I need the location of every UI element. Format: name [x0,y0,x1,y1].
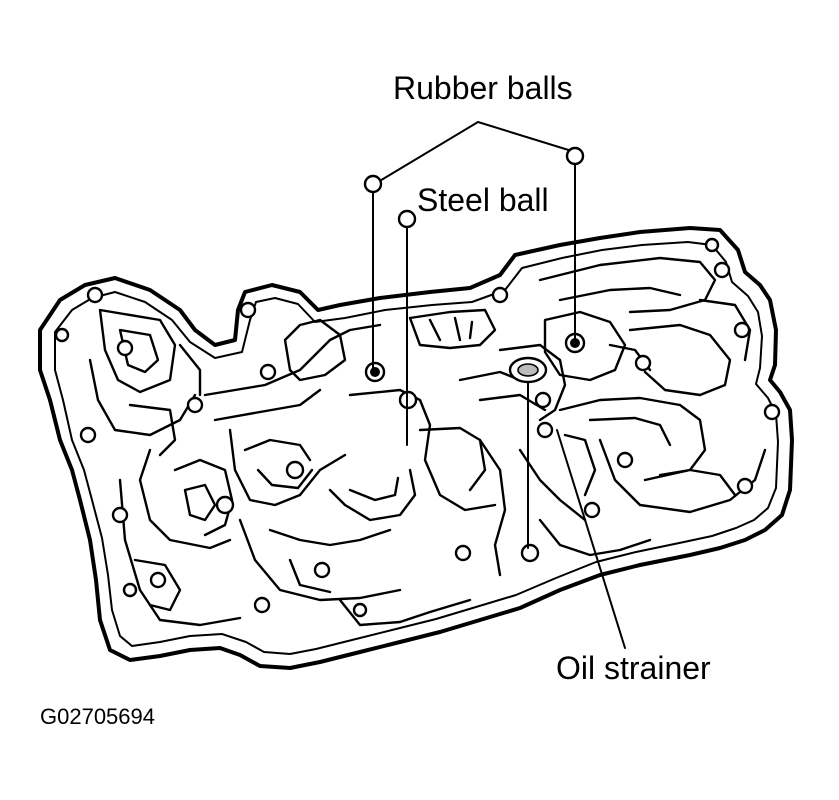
rubber-ball-left-icon [363,174,383,194]
plate-outline [38,226,794,670]
ball-symbols [363,146,585,229]
leader-lines [372,121,626,649]
oil-strainer [508,356,548,384]
steel-ball-icon [397,209,417,229]
oil-passages [88,308,497,627]
oil-strainer-label: Oil strainer [556,650,711,686]
figure-code: G02705694 [40,704,155,729]
steel-ball-label: Steel ball [417,182,549,218]
rubber-balls-label: Rubber balls [393,70,573,106]
oil-passages-right [458,256,767,577]
rubber-ball-seats [364,332,586,383]
rubber-ball-right-icon [565,146,585,166]
